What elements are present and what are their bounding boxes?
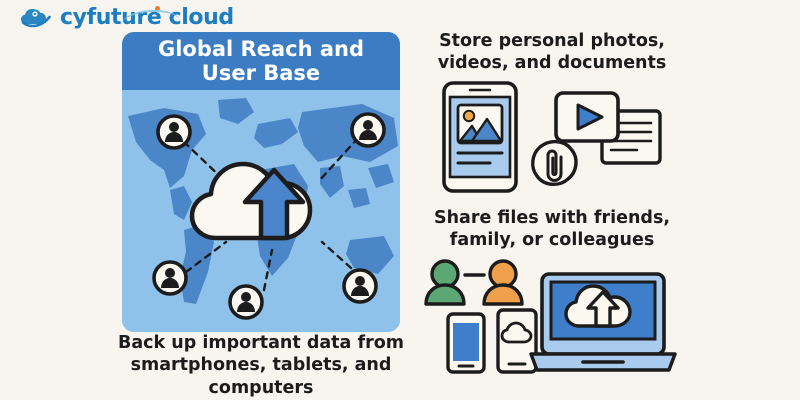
global-reach-card: Global Reach and User Base <box>122 32 400 332</box>
logo-accent-dot <box>155 6 160 11</box>
smartphone-cloud-icon <box>496 307 538 374</box>
card-header: Global Reach and User Base <box>122 32 400 90</box>
map-user-nodes <box>152 112 386 320</box>
share-files-heading: Share files with friends, family, or col… <box>433 207 671 251</box>
world-map-graphic <box>122 90 400 332</box>
card-title: Global Reach and User Base <box>157 36 365 85</box>
left-card-caption: Back up important data from smartphones,… <box>118 333 404 398</box>
person-green-icon <box>424 258 466 306</box>
cloud-swoosh-icon <box>20 5 54 31</box>
share-files-illustration <box>424 258 677 374</box>
world-map-panel <box>122 90 400 332</box>
store-files-heading: Store personal photos, videos, and docum… <box>437 31 667 74</box>
person-orange-icon <box>482 258 524 306</box>
brand-logo: cyfuture cloud <box>20 2 234 34</box>
store-files-illustration <box>442 80 662 193</box>
laptop-cloud-upload-icon <box>529 271 677 372</box>
right-column: Store personal photos, videos, and docum… <box>418 30 686 376</box>
user-avatar-icon <box>350 112 386 148</box>
brand-name: cyfuture cloud <box>60 5 234 30</box>
user-avatar-icon <box>228 284 264 320</box>
user-avatar-icon <box>156 114 192 150</box>
smartphone-photo-icon <box>442 80 518 193</box>
user-avatar-icon <box>152 260 188 296</box>
smartphone-blue-icon <box>446 311 486 374</box>
user-avatar-icon <box>342 268 378 304</box>
paperclip-attachment-icon <box>531 139 578 186</box>
cloud-upload-icon <box>189 161 313 241</box>
video-play-card-icon <box>554 90 620 143</box>
